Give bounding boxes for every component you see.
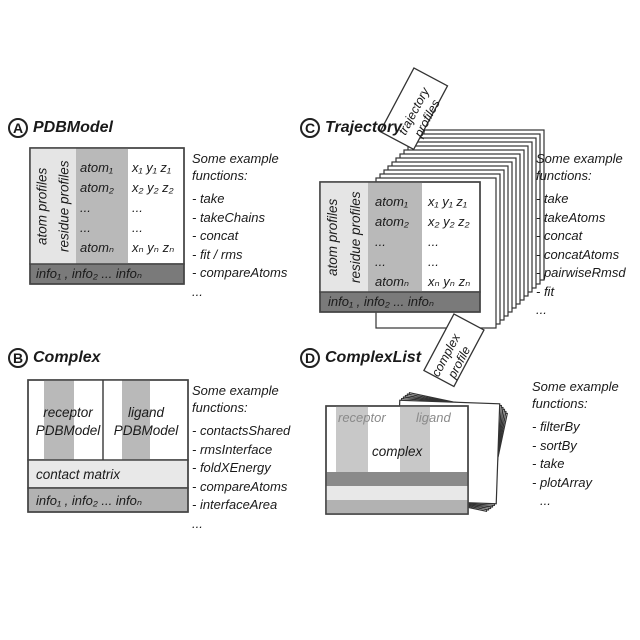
- atom-1: atom₁: [80, 160, 114, 175]
- ligand-label: ligand: [416, 410, 451, 425]
- coord-2: x₂ y₂ z₂: [428, 214, 470, 229]
- functions-heading: Some example functions:: [536, 151, 623, 183]
- trajectory-functions: Some example functions: - take - takeAto…: [536, 150, 626, 320]
- ligand-label: ligand PDBModel: [113, 405, 179, 438]
- function-item: - take: [536, 191, 569, 206]
- function-item: - pairwiseRmsd: [536, 265, 626, 280]
- coord-n: xₙ yₙ zₙ: [428, 274, 471, 289]
- function-item: - contactsShared: [192, 423, 291, 438]
- atom-ellipsis: ...: [80, 200, 91, 215]
- function-item: - filterBy: [532, 419, 580, 434]
- info-label: info₁ , info₂ ... infoₙ: [36, 266, 143, 281]
- function-item: - takeAtoms: [536, 209, 606, 225]
- panel-letter: D: [300, 348, 320, 368]
- residue-profiles-label: residue profiles: [56, 160, 72, 252]
- coord-ellipsis: ...: [132, 200, 143, 215]
- function-item: - fit: [536, 283, 555, 299]
- panel-letter: C: [300, 118, 320, 138]
- function-item: - take: [532, 456, 565, 471]
- complex-functions: Some example functions: - contactsShared…: [192, 382, 290, 533]
- atom-profiles-label: atom profiles: [34, 167, 50, 245]
- function-item: - concat: [192, 228, 239, 243]
- atom-ellipsis: ...: [375, 234, 386, 249]
- panel-title: Trajectory: [325, 119, 403, 136]
- coord-ellipsis: ...: [428, 254, 439, 269]
- panel-d-header: D ComplexList: [300, 348, 421, 368]
- function-item: - take: [192, 191, 225, 206]
- coord-n: xₙ yₙ zₙ: [132, 240, 175, 255]
- coord-2: x₂ y₂ z₂: [132, 180, 174, 195]
- panel-title: PDBModel: [33, 119, 113, 136]
- coord-ellipsis: ...: [428, 234, 439, 249]
- atom-n: atomₙ: [80, 240, 115, 255]
- function-item: - fit / rms: [192, 246, 243, 262]
- atom-n: atomₙ: [375, 274, 410, 289]
- function-item: - compareAtoms: [192, 478, 288, 494]
- coord-1: x₁ y₁ z₁: [132, 160, 172, 175]
- function-item: ...: [540, 493, 551, 508]
- receptor-label: receptor: [338, 410, 386, 425]
- function-item: - sortBy: [532, 437, 577, 453]
- function-item: - rmsInterface: [192, 441, 273, 457]
- function-item: ...: [192, 515, 203, 531]
- residue-profiles-label: residue profiles: [348, 191, 363, 283]
- function-item: - interfaceArea: [192, 497, 278, 512]
- functions-heading: Some example functions:: [192, 383, 279, 415]
- panel-c-header: C Trajectory: [300, 118, 402, 138]
- atom-ellipsis: ...: [375, 254, 386, 269]
- function-item: ...: [192, 283, 203, 299]
- contact-matrix-label: contact matrix: [36, 467, 121, 482]
- panel-letter: A: [8, 118, 28, 138]
- coord-1: x₁ y₁ z₁: [428, 194, 468, 209]
- coord-ellipsis: ...: [132, 220, 143, 235]
- atom-2: atom₂: [375, 214, 409, 229]
- atom-profiles-label: atom profiles: [325, 198, 340, 276]
- function-item: - concat: [536, 228, 583, 243]
- panel-a-header: A PDBModel: [8, 118, 113, 138]
- function-item: - takeChains: [192, 209, 265, 225]
- atom-ellipsis: ...: [80, 220, 91, 235]
- functions-heading: Some example functions:: [192, 151, 279, 183]
- function-item: - foldXEnergy: [192, 460, 271, 475]
- coord-list: x₁ y₁ z₁ x₂ y₂ z₂ ... ... xₙ yₙ zₙ: [132, 158, 174, 258]
- panel-title: ComplexList: [325, 349, 422, 366]
- function-item: - compareAtoms: [192, 265, 288, 280]
- pdbmodel-functions: Some example functions: - take - takeCha…: [192, 150, 287, 301]
- function-item: - concatAtoms: [536, 246, 620, 262]
- atom-2: atom₂: [80, 180, 114, 195]
- complex-label: complex: [372, 444, 423, 459]
- coord-list: x₁ y₁ z₁ x₂ y₂ z₂ ... ... xₙ yₙ zₙ: [428, 192, 470, 292]
- function-item: - plotArray: [532, 474, 592, 490]
- info-label: info₁ , info₂ ... infoₙ: [36, 493, 143, 508]
- functions-heading: Some example functions:: [532, 379, 619, 411]
- info-label: info₁ , info₂ ... infoₙ: [328, 294, 435, 309]
- panel-letter: B: [8, 348, 28, 368]
- panel-title: Complex: [33, 349, 101, 366]
- atom-1: atom₁: [375, 194, 409, 209]
- function-item: ...: [536, 302, 547, 317]
- complexlist-functions: Some example functions: - filterBy - sor…: [532, 378, 619, 511]
- receptor-label: receptor PDBModel: [35, 405, 101, 438]
- atom-list: atom₁ atom₂ ... ... atomₙ: [80, 158, 114, 258]
- panel-b-header: B Complex: [8, 348, 101, 368]
- atom-list: atom₁ atom₂ ... ... atomₙ: [375, 192, 409, 292]
